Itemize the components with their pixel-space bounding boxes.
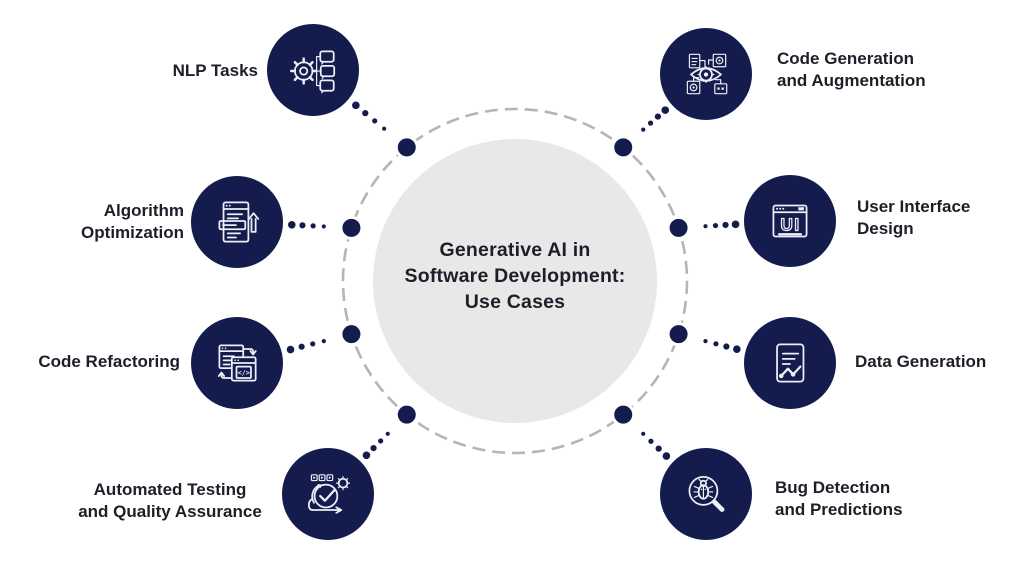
diagram-title-line: Software Development: <box>404 265 626 287</box>
user-interface-design-badge: UI <box>744 175 836 267</box>
diagram-title-line: Use Cases <box>464 291 566 313</box>
agile-loop-check-icon <box>307 474 351 514</box>
svg-text:UI: UI <box>781 215 801 234</box>
bug-detection-predictions-label: Bug Detection and Predictions <box>775 478 903 519</box>
automated-testing-qa-label: Automated Testing and Quality Assurance <box>78 480 262 521</box>
document-upgrade-icon <box>218 201 260 243</box>
automated-testing-qa-badge <box>282 448 374 540</box>
svg-text:</>: </> <box>238 369 250 377</box>
algorithm-optimization-badge <box>191 176 283 268</box>
nlp-tasks-label: NLP Tasks <box>172 61 258 80</box>
data-generation-label: Data Generation <box>855 352 987 371</box>
bug-magnifier-icon <box>688 476 725 512</box>
code-generation-augmentation-label: Code Generation and Augmentation <box>777 49 926 90</box>
user-interface-design-label: User Interface Design <box>857 197 971 238</box>
code-refactoring-label: Code Refactoring <box>38 352 180 371</box>
code-generation-augmentation-badge <box>660 28 752 120</box>
diagram-title-line: Generative AI in <box>439 239 591 261</box>
data-document-chart-icon <box>776 343 805 383</box>
eye-modules-icon <box>686 53 728 95</box>
nlp-tasks-badge <box>267 24 359 116</box>
algorithm-optimization-label: Algorithm Optimization <box>81 201 184 242</box>
bug-detection-predictions-badge <box>660 448 752 540</box>
ui-browser-icon: UI <box>772 204 808 238</box>
code-refactoring-badge: </> <box>191 317 283 409</box>
gear-chat-icon <box>290 50 336 94</box>
data-generation-badge <box>744 317 836 409</box>
diagram-title: Generative AI in Software Development: U… <box>355 237 675 315</box>
code-windows-refresh-icon: </> <box>217 344 257 382</box>
